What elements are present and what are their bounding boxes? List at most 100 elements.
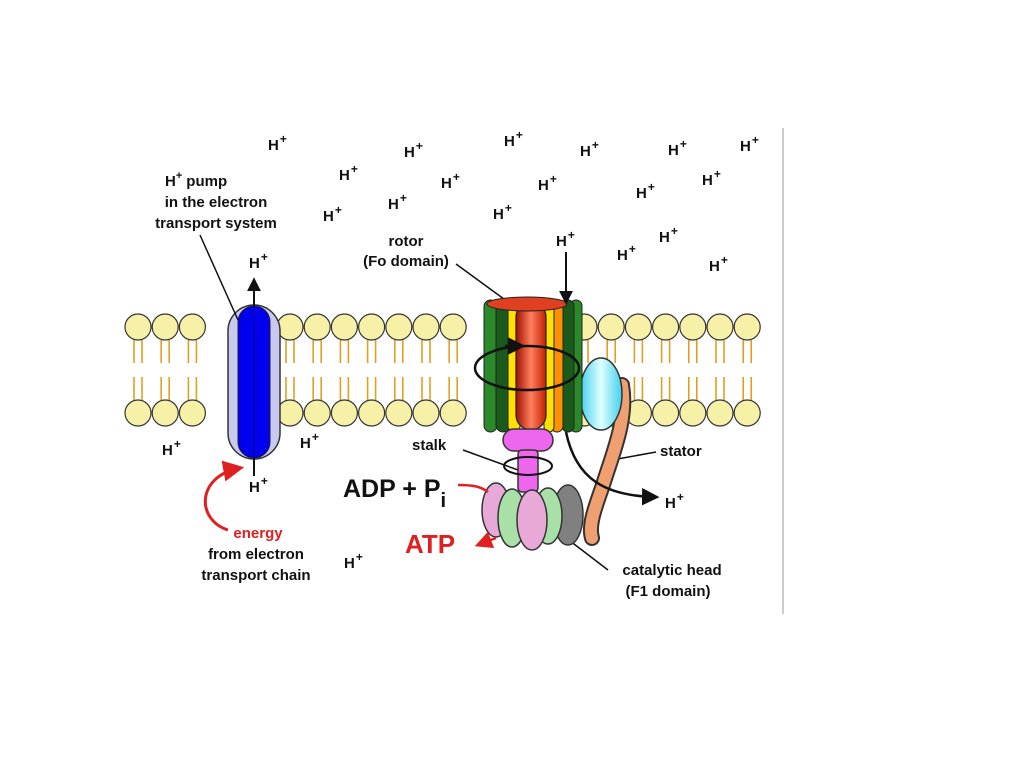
- proton-ion-symbol: H: [493, 206, 504, 223]
- proton-ion-symbol: H: [249, 479, 260, 496]
- proton-ion-symbol: H: [636, 185, 647, 202]
- proton-ion-charge: +: [648, 180, 655, 194]
- lipid-head: [625, 314, 651, 340]
- rotor-label-pointer: [456, 264, 508, 302]
- lipid-head: [179, 314, 205, 340]
- proton-ion-symbol: H: [441, 175, 452, 192]
- pump-label-charge: +: [176, 170, 182, 182]
- proton-ion-charge: +: [416, 139, 423, 153]
- adp-label-sub: i: [441, 490, 447, 512]
- stator-label: stator: [660, 443, 702, 460]
- lipid-head: [304, 400, 330, 426]
- proton-ion-label: H+: [740, 133, 759, 155]
- lipid-head: [331, 314, 357, 340]
- pump-label-line1: H+pump: [165, 170, 227, 190]
- adp-label: ADP + Pi: [343, 475, 446, 512]
- proton-ion-symbol: H: [404, 144, 415, 161]
- proton-ion-symbol: H: [740, 138, 751, 155]
- lipid-head: [440, 314, 466, 340]
- proton-ion-charge: +: [671, 224, 678, 238]
- proton-ion-charge: +: [516, 128, 523, 142]
- energy-label: energy: [233, 525, 283, 542]
- proton-ion-charge: +: [680, 137, 687, 151]
- head-label-line2: (F1 domain): [626, 583, 711, 600]
- lipid-head: [331, 400, 357, 426]
- proton-ion-charge: +: [280, 132, 287, 146]
- lipid-head: [152, 400, 178, 426]
- proton-ion-symbol: H: [162, 442, 173, 459]
- lipid-head: [125, 314, 151, 340]
- lipid-head: [653, 400, 679, 426]
- proton-ion-symbol: H: [323, 208, 334, 225]
- lipid-head: [359, 314, 385, 340]
- proton-ion-label: H+: [659, 224, 678, 246]
- proton-ion-label: H+: [249, 474, 268, 496]
- lipid-head: [359, 400, 385, 426]
- lipid-head: [152, 314, 178, 340]
- proton-ion-label: H+: [709, 253, 728, 275]
- proton-ion-symbol: H: [538, 177, 549, 194]
- proton-ion-charge: +: [568, 228, 575, 242]
- proton-ion-label: H+: [323, 203, 342, 225]
- proton-ion-charge: +: [400, 191, 407, 205]
- lipid-head: [734, 314, 760, 340]
- pump-label-suffix: pump: [186, 173, 227, 190]
- proton-ion-charge: +: [629, 242, 636, 256]
- energy-arrow: [205, 468, 240, 530]
- proton-ion-symbol: H: [617, 247, 628, 264]
- proton-ion-charge: +: [312, 430, 319, 444]
- lipid-head: [734, 400, 760, 426]
- proton-ion-symbol: H: [268, 137, 279, 154]
- proton-ion-label: H+: [300, 430, 319, 452]
- stator: [580, 358, 623, 538]
- proton-ion-charge: +: [714, 167, 721, 181]
- proton-ion-symbol: H: [504, 133, 515, 150]
- energy-label-line2: from electron: [208, 546, 304, 563]
- adp-label-text: ADP + P: [343, 475, 441, 503]
- lipid-head: [386, 314, 412, 340]
- rotor-label-line2: (Fo domain): [363, 253, 449, 270]
- adp-arrow: [458, 485, 488, 492]
- proton-ion-symbol: H: [339, 167, 350, 184]
- proton-ion-label: H+: [344, 550, 363, 572]
- proton-ion-symbol: H: [388, 196, 399, 213]
- lipid-head: [680, 400, 706, 426]
- lipid-head: [707, 400, 733, 426]
- lipid-head: [598, 314, 624, 340]
- proton-ion-charge: +: [677, 490, 684, 504]
- proton-ion-label: H+: [493, 201, 512, 223]
- proton-ion-symbol: H: [665, 495, 676, 512]
- proton-ion-symbol: H: [659, 229, 670, 246]
- lipid-head: [413, 314, 439, 340]
- rotor-top-cap: [487, 297, 567, 311]
- proton-ion-label: H+: [636, 180, 655, 202]
- proton-ion-label: H+: [702, 167, 721, 189]
- proton-ion-charge: +: [335, 203, 342, 217]
- proton-ion-label: H+: [162, 437, 181, 459]
- proton-ion-label: H+: [538, 172, 557, 194]
- atp-arrow: [478, 538, 496, 545]
- head-label-line1: catalytic head: [622, 562, 721, 579]
- stalk-label: stalk: [412, 437, 447, 454]
- proton-ion-symbol: H: [300, 435, 311, 452]
- proton-ion-symbol: H: [344, 555, 355, 572]
- atp-label: ATP: [405, 529, 455, 559]
- proton-ion-symbol: H: [580, 143, 591, 160]
- proton-ion-label: H+: [404, 139, 423, 161]
- proton-ion-symbol: H: [556, 233, 567, 250]
- energy-label-line3: transport chain: [201, 567, 310, 584]
- proton-ion-charge: +: [174, 437, 181, 451]
- proton-ion-charge: +: [752, 133, 759, 147]
- proton-ion-charge: +: [592, 138, 599, 152]
- proton-ion-symbol: H: [702, 172, 713, 189]
- lipid-head: [179, 400, 205, 426]
- lipid-head: [707, 314, 733, 340]
- proton-ion-charge: +: [261, 250, 268, 264]
- proton-ion-charge: +: [550, 172, 557, 186]
- proton-ion-label: H+: [668, 137, 687, 159]
- proton-pump: [228, 305, 280, 459]
- lipid-head: [304, 314, 330, 340]
- rotor-subunit: [484, 300, 497, 432]
